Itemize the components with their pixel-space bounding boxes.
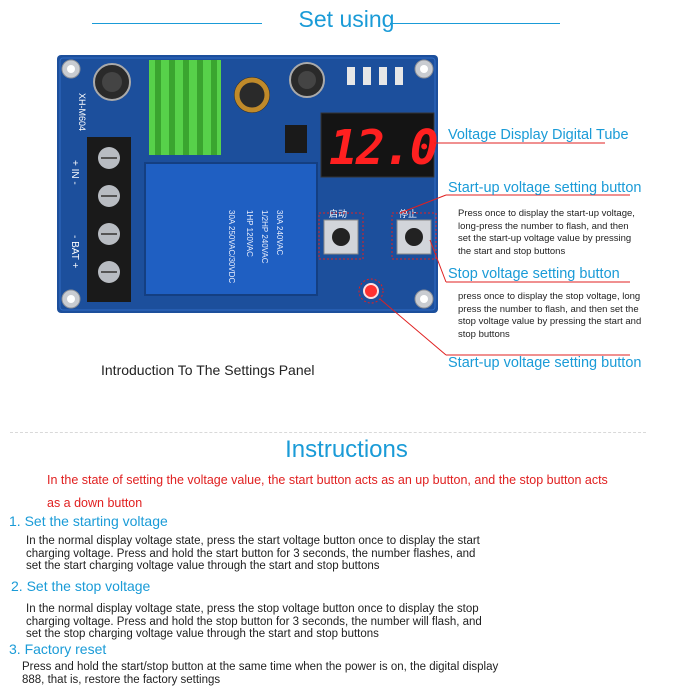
startup-description: Press once to display the start-up volta…	[458, 208, 635, 257]
relay-icon: 30A 250VAC/30VDC 1HP 120VAC 1/2HP 240VAC…	[144, 162, 318, 296]
section-heading: 3. Factory reset	[9, 641, 107, 657]
section-body: In the normal display voltage state, pre…	[26, 535, 480, 572]
start-button-label: 启动	[329, 208, 347, 220]
stop-description: press once to display the stop voltage, …	[458, 291, 642, 340]
title-rule-right	[390, 23, 560, 24]
ic-chip-icon	[285, 125, 307, 153]
panel-caption: Introduction To The Settings Panel	[101, 362, 315, 378]
relay-rating: 30A 250VAC/30VDC	[227, 210, 236, 283]
section-body: In the normal display voltage state, pre…	[26, 603, 482, 640]
heatsink-icon	[149, 60, 221, 155]
relay-rating: 1/2HP 240VAC	[260, 210, 269, 264]
section-divider	[10, 432, 646, 433]
stop-button-icon	[396, 219, 432, 255]
page-title: Set using	[298, 6, 395, 32]
stop-button-label: 停止	[399, 208, 417, 220]
terminal-block-icon	[87, 137, 131, 302]
display-label: Voltage Display Digital Tube	[448, 127, 629, 143]
terminal-bat-label: - BAT +	[69, 235, 80, 268]
note-line-2: as a down button	[47, 496, 143, 510]
note-line-1: In the state of setting the voltage valu…	[47, 473, 608, 487]
startup-label: Start-up voltage setting button	[448, 180, 642, 196]
pcb-model-label: XH-M604	[77, 93, 87, 131]
instructions-title: Instructions	[285, 436, 408, 463]
terminal-in-label: + IN -	[69, 160, 80, 185]
relay-rating: 30A 240VAC	[275, 210, 284, 255]
section-heading: 2. Set the stop voltage	[11, 578, 151, 594]
status-led-icon	[363, 283, 379, 299]
pcb-board-image: XH-M604 + IN - - BAT + 30A 250VAC/30VDC …	[57, 55, 438, 313]
digital-tube-display: 12.0	[320, 112, 438, 178]
relay-rating: 1HP 120VAC	[245, 210, 254, 257]
title-rule-left	[92, 23, 262, 24]
section-body: Press and hold the start/stop button at …	[22, 661, 499, 686]
start-button-icon	[323, 219, 359, 255]
startup-label-2: Start-up voltage setting button	[448, 355, 642, 371]
display-value: 12.0	[329, 120, 437, 176]
stop-label: Stop voltage setting button	[448, 266, 620, 282]
section-heading: 1. Set the starting voltage	[9, 513, 168, 529]
